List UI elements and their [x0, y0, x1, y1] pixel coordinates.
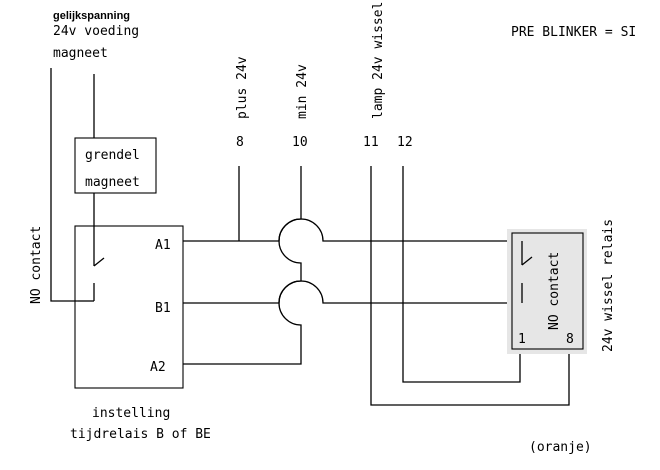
terminal-11-number: 11: [363, 135, 379, 150]
timer-contact-blade: [93, 257, 105, 267]
terminal-11-label: lamp 24v wissel: [371, 2, 386, 119]
terminal-12-number: 12: [397, 135, 413, 150]
supply-voltage-label: 24v voeding: [53, 24, 139, 39]
terminal-10-wire: [183, 166, 302, 365]
timer-relay-box: [74, 225, 184, 389]
supply-wire-left: [50, 68, 78, 302]
timer-pin-b1: B1: [155, 301, 171, 316]
b1-wire: [183, 280, 512, 304]
latch-label-line1: grendel: [85, 148, 140, 163]
relay-pin-8: 8: [566, 332, 574, 347]
terminal-11-wire: [370, 166, 570, 406]
latch-label-line2: magneet: [85, 175, 140, 190]
changeover-relay-box: [511, 232, 584, 350]
relay-no-contact-label: NO contact: [547, 252, 562, 330]
terminal-10-number: 10: [292, 135, 308, 150]
mode-note: PRE BLINKER = SI: [511, 25, 636, 40]
relay-pin-1: 1: [518, 332, 526, 347]
relay-contact-blade: [521, 256, 533, 266]
relay-side-label: 24v wissel relais: [601, 219, 616, 352]
timer-pin-a2: A2: [150, 360, 166, 375]
terminal-12-wire: [402, 166, 521, 383]
left-no-contact-label: NO contact: [29, 226, 44, 304]
supply-magnet-label: magneet: [53, 46, 108, 61]
relay-box-shading: [507, 229, 587, 354]
timer-pin-a1: A1: [155, 238, 171, 253]
timer-caption-line1: instelling: [92, 406, 170, 421]
relay-caption: (oranje): [529, 440, 592, 455]
latch-magnet-box: [74, 137, 157, 194]
timer-caption-line2: tijdrelais B of BE: [70, 427, 211, 442]
terminal-10-label: min 24v: [295, 64, 310, 119]
a1-wire: [183, 218, 512, 242]
supply-heading: gelijkspanning: [53, 10, 130, 22]
terminal-8-label: plus 24v: [235, 56, 250, 119]
terminal-8-number: 8: [236, 135, 244, 150]
